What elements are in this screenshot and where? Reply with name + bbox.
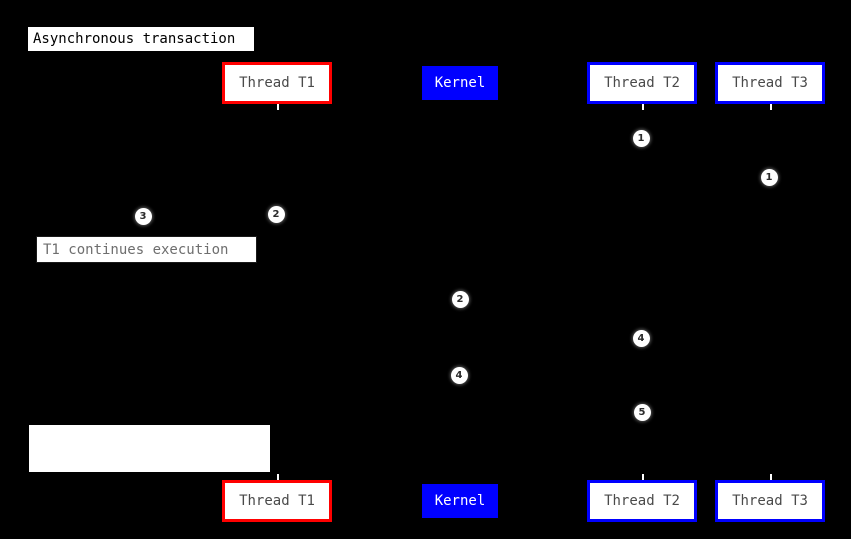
sequence-marker-2: 2 — [451, 290, 469, 308]
blank-note-panel — [29, 425, 270, 472]
note-box: T1 continues execution — [36, 236, 257, 263]
lifeline-tick — [642, 474, 644, 480]
lifeline-tick — [277, 474, 279, 480]
participant-thread-t3[interactable]: Thread T3 — [715, 62, 825, 104]
participant-kernel[interactable]: Kernel — [422, 484, 498, 518]
lifeline-tick — [642, 104, 644, 110]
sequence-marker-4: 4 — [632, 329, 650, 347]
participant-thread-t1[interactable]: Thread T1 — [222, 480, 332, 522]
sequence-marker-4: 4 — [450, 366, 468, 384]
lifeline-tick — [277, 104, 279, 110]
diagram-title-box: Asynchronous transaction — [27, 26, 255, 52]
sequence-marker-5: 5 — [633, 403, 651, 421]
sequence-marker-1: 1 — [632, 129, 650, 147]
lifeline-tick — [770, 474, 772, 480]
lifeline-tick — [770, 104, 772, 110]
participant-thread-t3[interactable]: Thread T3 — [715, 480, 825, 522]
participant-kernel[interactable]: Kernel — [422, 66, 498, 100]
sequence-marker-3: 3 — [134, 207, 152, 225]
participant-thread-t1[interactable]: Thread T1 — [222, 62, 332, 104]
participant-thread-t2[interactable]: Thread T2 — [587, 480, 697, 522]
participant-thread-t2[interactable]: Thread T2 — [587, 62, 697, 104]
sequence-marker-1: 1 — [760, 168, 778, 186]
sequence-marker-2: 2 — [267, 205, 285, 223]
